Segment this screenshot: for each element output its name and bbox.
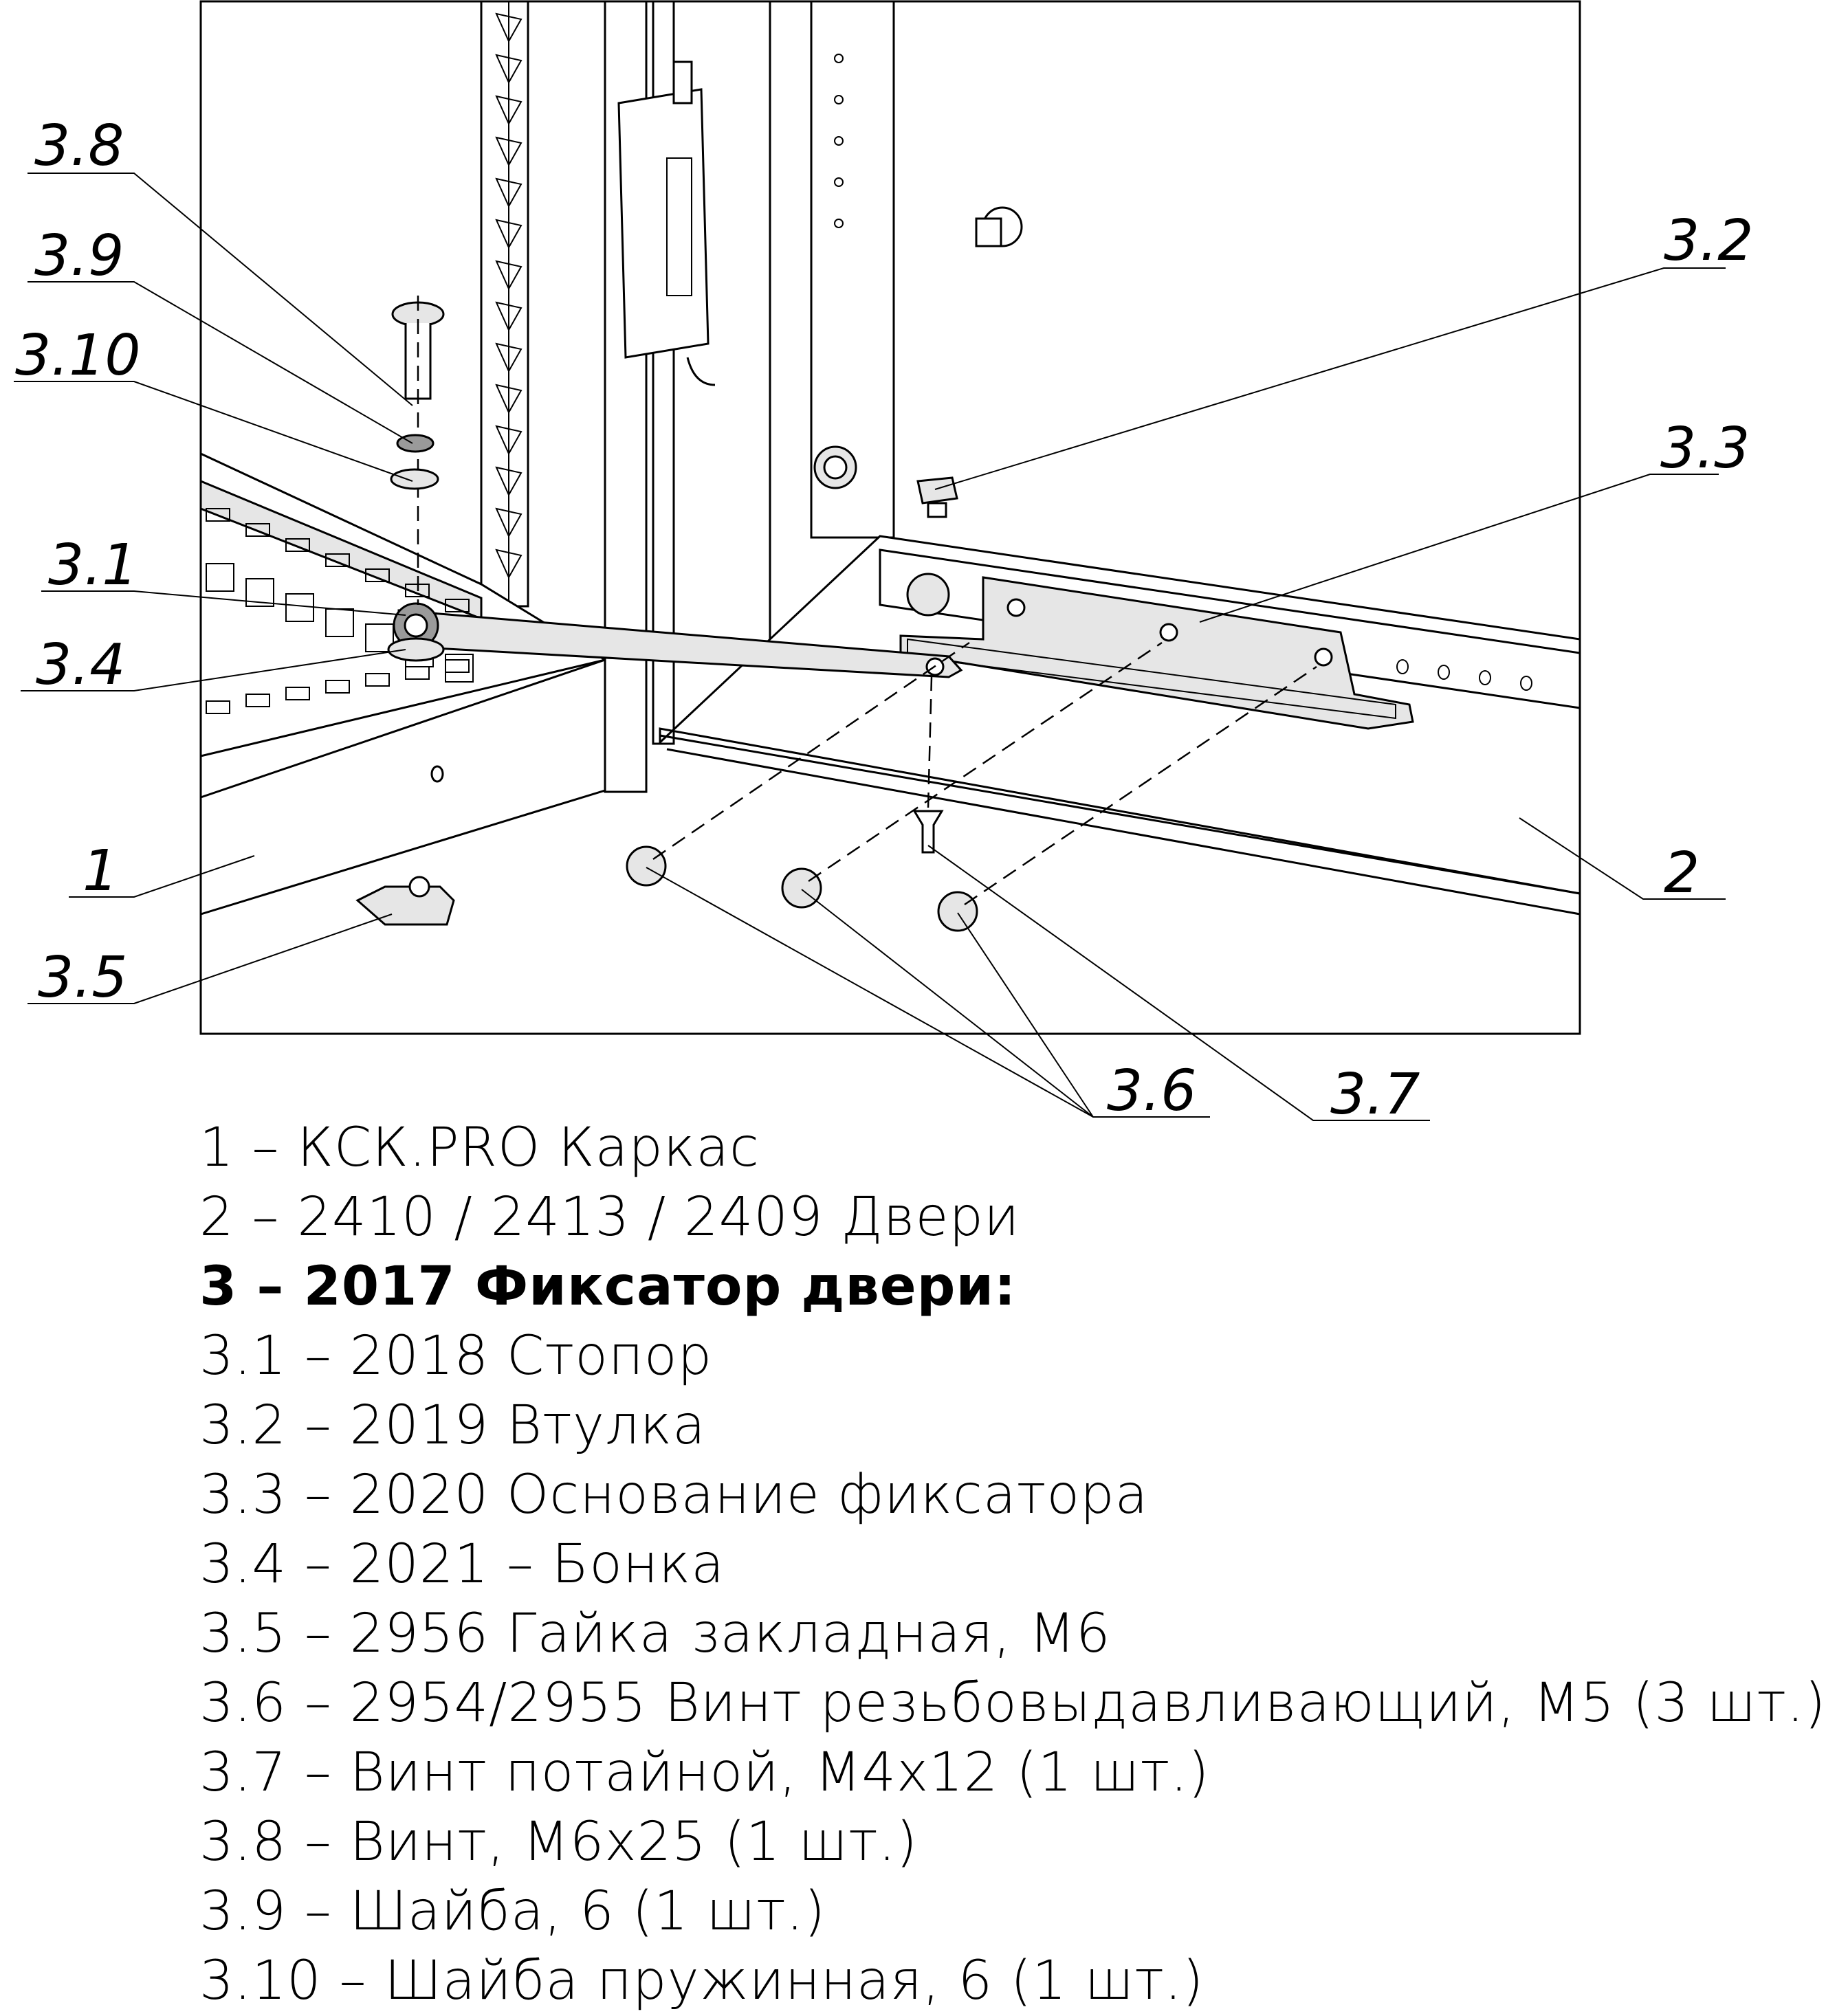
frame-rail [199,452,608,916]
rack-post [480,0,529,608]
self-tapping-screw [626,845,978,932]
parts-list-item: 2 – 2410 / 2413 / 2409 Двери [199,1186,1020,1248]
parts-list: 1 – КСК.PRO Каркас 2 – 2410 / 2413 / 2409… [199,1114,1826,2016]
rack-slot [495,177,522,208]
rack-slot [495,260,522,291]
rail-hole [245,694,270,707]
countersunk-screw [912,810,944,854]
spring-washer [390,468,439,490]
pillar-hole [834,54,844,63]
rack-slot [495,12,522,43]
rail-hole [285,687,310,700]
parts-list-item: 3.8 – Винт, М6х25 (1 шт.) [199,1811,918,1873]
callout-3-8: 3.8 [34,113,124,179]
rail-hole [445,599,470,612]
rail-hole [365,568,390,582]
sleeve [916,476,958,518]
pillar-hole [834,219,844,228]
rail-hole [365,623,394,652]
rail-hole [245,523,270,537]
door-hole [1479,670,1491,685]
rail-hole [365,673,390,687]
callout-3-10: 3.10 [15,323,141,388]
lock-base-plate [899,576,1414,730]
leader-lines [14,173,1726,1121]
door-hole [1396,659,1409,674]
parts-list-item: 1 – КСК.PRO Каркас [199,1117,760,1179]
rail-hole [245,578,274,607]
rack-slot [495,95,522,126]
rail-hole [206,700,230,714]
parts-list-item: 3.5 – 2956 Гайка закладная, М6 [199,1603,1111,1665]
parts-list-item: 3.1 – 2018 Стопор [199,1325,713,1387]
rack-slot [495,301,522,332]
pillar-hole [834,95,844,104]
rack-slot [495,425,522,456]
callout-3-9: 3.9 [34,223,124,289]
callout-3-1: 3.1 [48,533,138,598]
parts-list-item: 3.6 – 2954/2955 Винт резьбовыдавливающий… [199,1672,1826,1734]
callout-3-2: 3.2 [1664,208,1753,274]
boss [387,637,445,662]
rack-slot [495,384,522,414]
pillar-hole [834,177,844,187]
parts-list-item: 3.4 – 2021 – Бонка [199,1533,725,1595]
callout-3-5: 3.5 [38,945,127,1010]
callout-3-4: 3.4 [36,632,125,698]
assembly-drawing: 3.8 3.9 3.10 3.1 3.4 1 3.5 3.6 3.7 3.2 3… [14,0,1753,1127]
parts-list-item: 3.10 – Шайба пружинная, 6 (1 шт.) [199,1950,1204,2012]
parts-list-item: 3.2 – 2019 Втулка [199,1395,706,1456]
screw-m6x25 [391,296,445,605]
rack-slot [495,549,522,579]
rack-slot [495,54,522,85]
captive-nut [355,876,455,926]
rail-hole [206,563,234,592]
callout-1: 1 [82,839,118,904]
callout-3-6: 3.6 [1107,1059,1196,1124]
rack-slot [495,507,522,538]
door-hole [1438,665,1450,680]
callout-2: 2 [1664,841,1700,906]
rack-slot [495,466,522,497]
rail-hole [325,680,350,694]
parts-list-item: 3.7 – Винт потайной, М4х12 (1 шт.) [199,1742,1210,1804]
frame-hole [430,765,444,783]
rack-slot [495,136,522,167]
nut [906,573,950,617]
rail-hole [206,508,230,522]
parts-list-item: 3 – 2017 Фиксатор двери: [199,1256,1017,1318]
callout-3-7: 3.7 [1330,1062,1420,1127]
parts-list-item: 3.3 – 2020 Основание фиксатора [199,1464,1149,1526]
rail-hole [285,538,310,552]
pillar-hole [834,136,844,146]
parts-list-item: 3.9 – Шайба, 6 (1 шт.) [199,1881,826,1942]
rail-hole [325,553,350,567]
rack-slot [495,342,522,373]
rack-slot [495,219,522,250]
rail-hole [445,659,470,673]
callout-3-3: 3.3 [1660,416,1750,481]
rail-hole [405,666,430,680]
door-hinge [617,60,716,386]
door-hole [1520,676,1532,691]
